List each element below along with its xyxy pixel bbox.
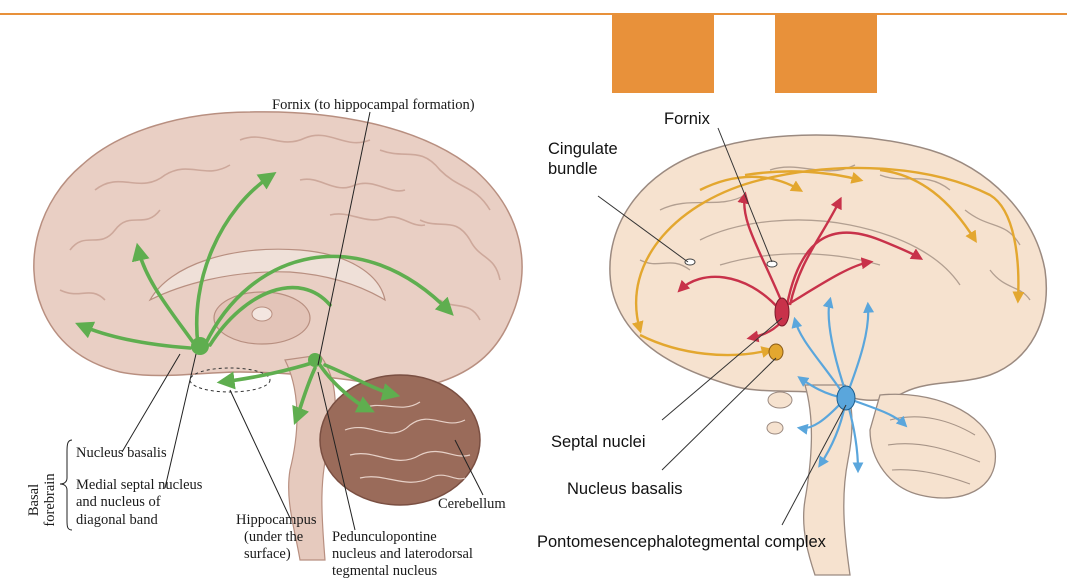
label-pedunculopontine-2: nucleus and laterodorsal — [332, 546, 473, 562]
label-pedunculopontine-3: tegmental nucleus — [332, 563, 437, 578]
label-cingulate-2: bundle — [548, 160, 598, 178]
label-cingulate-1: Cingulate — [548, 140, 618, 158]
label-medial-septal-3: diagonal band — [76, 512, 158, 528]
label-forebrain: forebrain — [42, 473, 58, 527]
label-septal-nuclei: Septal nuclei — [551, 433, 645, 451]
label-basal: Basal — [26, 484, 42, 516]
right-brain-illustration — [610, 135, 1046, 575]
label-hippocampus-2: (under the — [244, 529, 303, 545]
label-medial-septal-2: and nucleus of — [76, 494, 161, 510]
label-hippocampus-1: Hippocampus — [236, 512, 317, 528]
label-hippocampus-3: surface) — [244, 546, 291, 562]
label-cerebellum: Cerebellum — [438, 496, 506, 512]
label-nucleus-basalis-right: Nucleus basalis — [567, 480, 683, 498]
label-pontomesencephalotegmental: Pontomesencephalotegmental complex — [537, 533, 827, 551]
label-medial-septal-1: Medial septal nucleus — [76, 477, 203, 493]
label-pedunculopontine-1: Pedunculopontine — [332, 529, 437, 545]
label-fornix-right: Fornix — [664, 110, 711, 128]
label-fornix-left: Fornix (to hippocampal formation) — [272, 97, 475, 113]
label-nucleus-basalis-left: Nucleus basalis — [76, 445, 167, 461]
